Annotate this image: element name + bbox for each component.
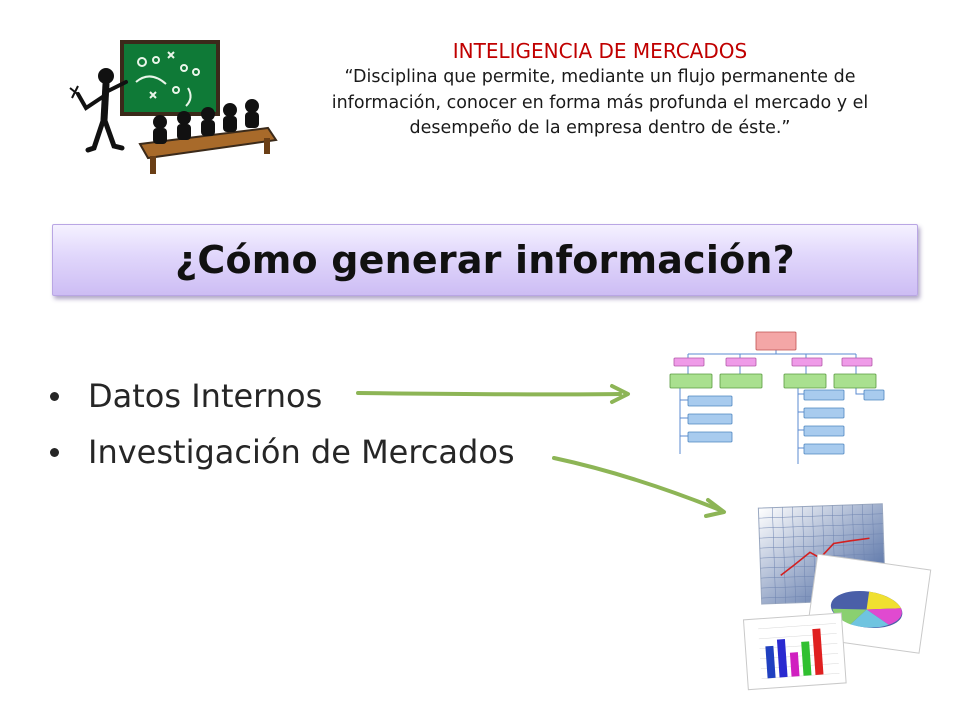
bullet-item: Investigación de Mercados xyxy=(48,424,515,480)
header-title: INTELIGENCIA DE MERCADOS xyxy=(452,39,748,63)
bullet-item: Datos Internos xyxy=(48,368,515,424)
org-chart-icon xyxy=(669,331,885,464)
quote-line: desempeño de la empresa dentro de éste.” xyxy=(409,118,791,138)
arrow-icon xyxy=(356,384,630,404)
bullet-dot-icon xyxy=(50,392,59,401)
bullet-text: Datos Internos xyxy=(88,377,323,415)
quote-line: “Disciplina que permite, mediante un flu… xyxy=(344,67,856,87)
header-quote: “Disciplina que permite, mediante un flu… xyxy=(292,65,908,142)
bullet-list: Datos Internos Investigación de Mercados xyxy=(48,368,515,480)
header: INTELIGENCIA DE MERCADOS “Disciplina que… xyxy=(292,38,908,142)
question-banner: ¿Cómo generar información? xyxy=(52,224,918,296)
bullet-text: Investigación de Mercados xyxy=(88,433,515,471)
teacher-chalkboard-icon xyxy=(69,40,278,174)
charts-collage-icon xyxy=(742,503,932,691)
banner-title: ¿Cómo generar información? xyxy=(175,238,795,282)
quote-line: información, conocer en forma más profun… xyxy=(331,92,869,113)
arrow-icon xyxy=(552,456,726,518)
bullet-dot-icon xyxy=(50,448,59,457)
